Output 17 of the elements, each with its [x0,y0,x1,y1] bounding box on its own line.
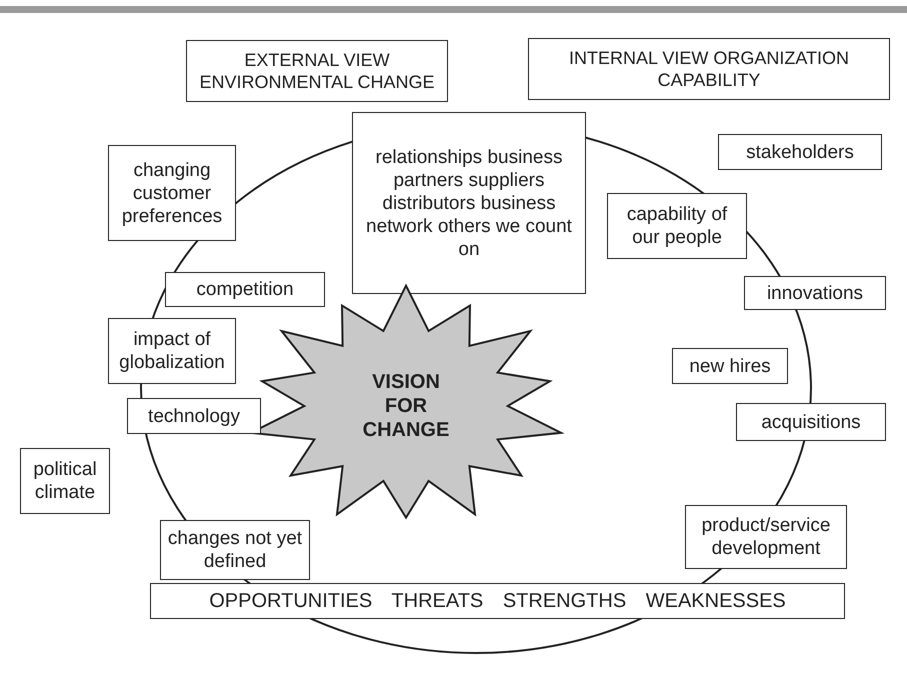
starburst-text: VISION FOR CHANGE [362,370,450,442]
text-box: changing customer preferences [108,145,236,241]
text-box: competition [165,272,325,307]
heading-box: INTERNAL VIEW ORGANIZATION CAPABILITY [528,38,890,100]
text-box: capability of our people [607,193,747,259]
text-box: innovations [744,276,886,310]
text-box: changes not yet defined [160,520,310,580]
heading-box: EXTERNAL VIEW ENVIRONMENTAL CHANGE [186,40,448,102]
text-box: stakeholders [718,134,882,170]
text-box: acquisitions [736,403,886,441]
text-box: technology [127,398,261,434]
text-box: impact of globalization [108,318,236,384]
text-box: political climate [20,448,110,514]
text-box: new hires [672,348,788,384]
text-box: relationships business partners suppliers distributors business network others we count on [352,112,586,294]
text-box: product/service development [685,505,847,569]
swot-box: OPPORTUNITIES THREATS STRENGTHS WEAKNESSES [150,583,845,619]
